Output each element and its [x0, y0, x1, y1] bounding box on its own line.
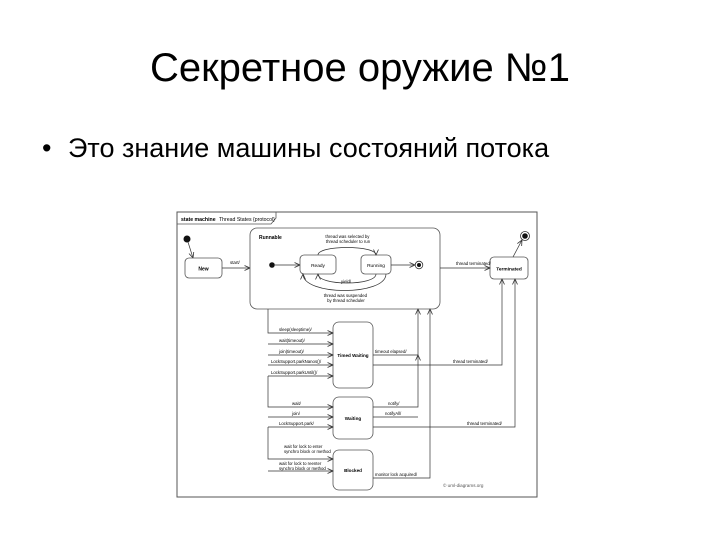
state-ready-label: Ready	[311, 263, 325, 269]
terminated-to-final-arrow	[512, 240, 522, 258]
notify-transition-label: notify/	[388, 401, 400, 406]
sleep-transition-arrow	[267, 309, 333, 333]
watermark: © uml-diagrams.org	[443, 482, 484, 488]
suspended-transition-label-1: thread was suspended	[324, 293, 368, 298]
suspended-transition-arrow	[303, 274, 387, 291]
thread-state-diagram: state machine Thread States {protocol} N…	[176, 211, 538, 498]
svg-text:thread was selected by thr: thread was selected by thread scheduler …	[325, 234, 370, 244]
bullet-dot-icon: •	[42, 133, 52, 163]
park-transition-label: LockSupport.park/	[279, 421, 315, 426]
reenter-lock-label-2: synchro block or method	[279, 466, 326, 471]
bullet-text: Это знание машины состояний потока	[68, 133, 550, 163]
selected-transition-label-1: thread was selected by	[325, 234, 370, 239]
state-waiting-label: Waiting	[345, 416, 362, 421]
svg-text:thread was suspended by th: thread was suspended by thread scheduler	[324, 293, 368, 303]
park-until-transition-label: LockSupport.parkUntil()/	[271, 370, 318, 375]
initial-to-new-arrow	[187, 241, 193, 258]
state-runnable	[249, 227, 441, 310]
timed-terminated-transition-arrow	[373, 279, 502, 366]
frame-keyword: state machine	[181, 217, 216, 223]
final-node-dot-icon	[522, 233, 528, 239]
reenter-lock-label-1: wait for lock to reenter	[279, 461, 322, 466]
bullet-item: • Это знание машины состояний потока	[42, 128, 549, 168]
waiting-terminated-transition-arrow	[373, 279, 515, 428]
monitor-acquired-label: monitor lock acquired/	[375, 472, 418, 477]
svg-text:wait for lock to reenter: wait for lock to reenter synchro block o…	[279, 461, 326, 471]
enter-lock-transition-arrow	[267, 427, 333, 459]
enter-lock-label-1: wait for lock to enter	[284, 444, 323, 449]
wait-transition-label: wait/	[292, 401, 302, 406]
frame-tab	[177, 212, 277, 225]
park-nanos-transition-label: LockSupport.parkNanos()/	[271, 359, 322, 364]
monitor-acquired-transition-arrow	[373, 309, 430, 479]
suspended-transition-label-2: by thread scheduler	[327, 298, 365, 303]
runnable-terminated-label: thread terminated/	[456, 261, 492, 266]
timeout-elapsed-transition-label: timeout elapsed/	[375, 349, 407, 354]
sleep-transition-label: sleep(sleeptime)/	[279, 327, 313, 332]
notify-all-transition-label: notifyAll/	[385, 411, 402, 416]
wait-transition-arrow	[267, 376, 333, 407]
slide-title: Секретное оружие №1	[150, 46, 570, 90]
waiting-terminated-transition-label: thread terminated/	[467, 421, 503, 426]
notify-transition-arrow	[373, 355, 418, 408]
yield-transition-label: yield/	[341, 279, 352, 284]
join-transition-label: join/	[291, 411, 301, 416]
timed-terminated-transition-label: thread terminated/	[453, 359, 489, 364]
state-running-label: Running	[367, 263, 385, 269]
start-transition-label: start/	[230, 260, 241, 265]
yield-transition-arrow	[318, 274, 377, 284]
wait-timeout-transition-label: wait(timeout)/	[279, 338, 306, 343]
join-timeout-transition-label: join(timeout)/	[278, 349, 305, 354]
state-blocked-label: Blocked	[344, 468, 362, 473]
state-runnable-label: Runnable	[259, 235, 282, 241]
svg-text:state machine Thread State: state machine Thread States {protocol}	[181, 217, 275, 223]
frame-title: Thread States {protocol}	[219, 217, 275, 223]
enter-lock-label-2: synchro block or method	[284, 449, 331, 454]
state-new-label: New	[198, 267, 208, 273]
svg-text:wait for lock to enter s: wait for lock to enter synchro block or …	[284, 444, 331, 454]
selected-transition-arrow	[317, 247, 376, 256]
state-timed-waiting-label: Timed Waiting	[337, 353, 368, 358]
runnable-initial-icon	[269, 262, 275, 268]
initial-node-icon	[183, 235, 191, 243]
runnable-final-dot-icon	[417, 263, 421, 267]
state-terminated-label: Terminated	[496, 267, 522, 273]
selected-transition-label-2: thread scheduler to run	[326, 239, 371, 244]
